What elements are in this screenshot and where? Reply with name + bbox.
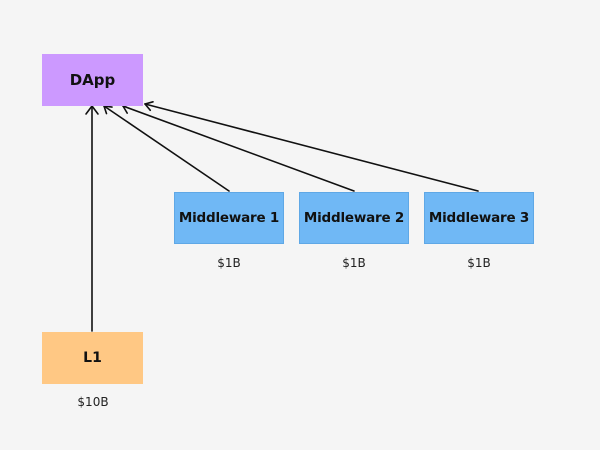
l1-label: L1: [83, 350, 102, 366]
l1-node: L1: [42, 332, 143, 384]
middleware-3-node: Middleware 3: [424, 192, 534, 244]
middleware-1-label: Middleware 1: [178, 210, 280, 226]
middleware-2-label: Middleware 2: [303, 210, 405, 226]
dapp-label: DApp: [69, 71, 116, 89]
edge-middleware-2-to-dapp: [122, 103, 355, 192]
edge-l1-to-dapp: [85, 105, 99, 332]
middleware-1-value: $1B: [217, 256, 241, 270]
l1-value: $10B: [77, 395, 109, 409]
edge-middleware-1-to-dapp: [103, 105, 230, 192]
middleware-2-value: $1B: [342, 256, 366, 270]
dapp-node: DApp: [42, 54, 143, 106]
middleware-3-value: $1B: [467, 256, 491, 270]
middleware-1-node: Middleware 1: [174, 192, 284, 244]
middleware-2-node: Middleware 2: [299, 192, 409, 244]
edge-middleware-3-to-dapp: [144, 101, 479, 192]
middleware-3-label: Middleware 3: [428, 210, 530, 226]
